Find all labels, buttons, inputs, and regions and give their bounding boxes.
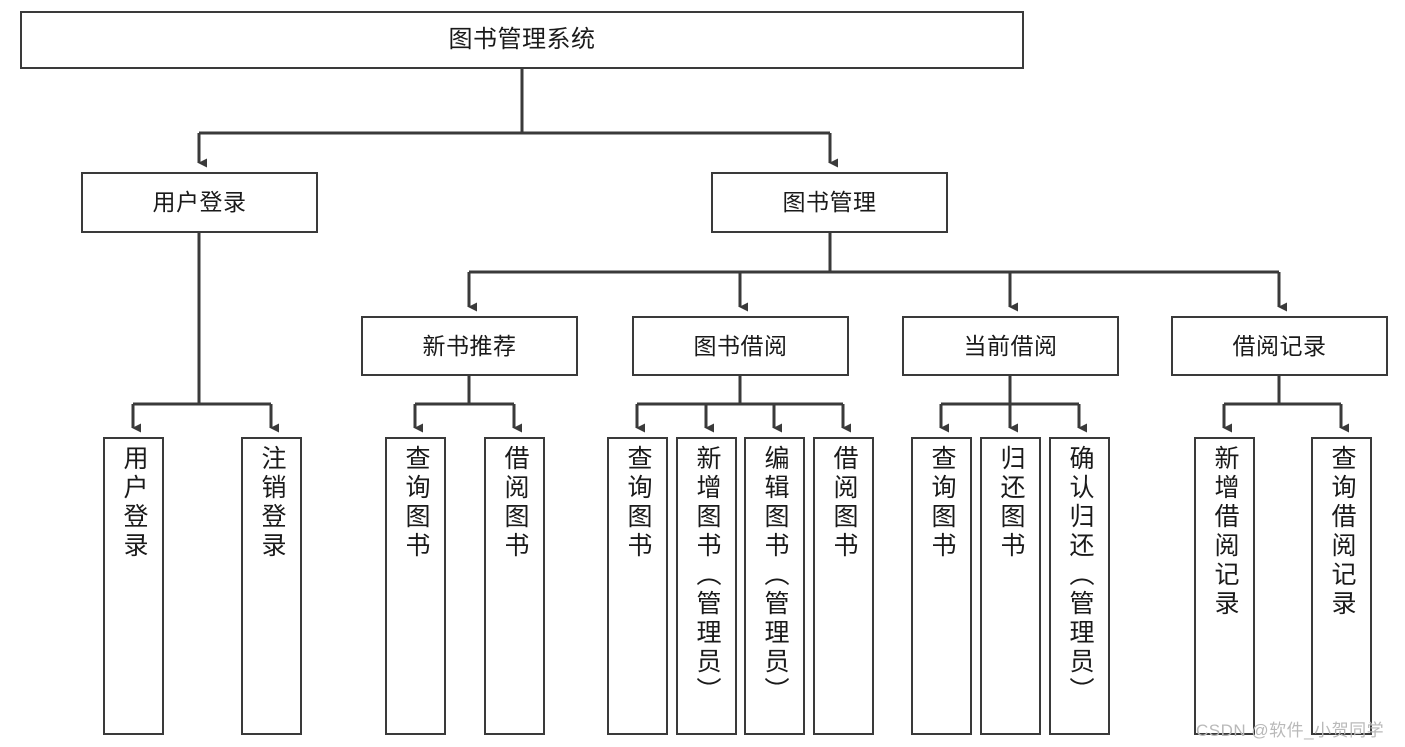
leaf-record-query[interactable]: 查询借阅记录 [1311, 437, 1372, 735]
node-book-borrow[interactable]: 图书借阅 [632, 316, 849, 376]
node-label: 确认归还（管理员） [1066, 445, 1094, 706]
node-book-management[interactable]: 图书管理 [711, 172, 948, 233]
leaf-current-query-book[interactable]: 查询图书 [911, 437, 972, 735]
leaf-borrow-borrow-book[interactable]: 借阅图书 [813, 437, 874, 735]
leaf-borrow-edit-book-admin[interactable]: 编辑图书（管理员） [744, 437, 805, 735]
leaf-user-login-signin[interactable]: 用户登录 [103, 437, 164, 735]
node-label: 当前借阅 [963, 332, 1058, 359]
leaf-borrow-query-book[interactable]: 查询图书 [607, 437, 668, 735]
leaf-current-confirm-return-admin[interactable]: 确认归还（管理员） [1049, 437, 1110, 735]
node-label: 查询图书 [928, 445, 956, 561]
node-current-borrow[interactable]: 当前借阅 [902, 316, 1119, 376]
node-label: 注销登录 [258, 445, 286, 561]
node-label: 归还图书 [997, 445, 1025, 561]
leaf-borrow-add-book-admin[interactable]: 新增图书（管理员） [676, 437, 737, 735]
node-root-system[interactable]: 图书管理系统 [20, 11, 1024, 69]
node-label: 新增借阅记录 [1211, 445, 1239, 619]
node-label: 查询图书 [624, 445, 652, 561]
node-borrow-record[interactable]: 借阅记录 [1171, 316, 1388, 376]
node-label: 图书管理 [782, 189, 877, 216]
node-label: 借阅记录 [1232, 332, 1327, 359]
node-label: 用户登录 [120, 445, 148, 561]
node-label: 编辑图书（管理员） [761, 445, 789, 706]
node-label: 借阅图书 [830, 445, 858, 561]
leaf-new-book-query[interactable]: 查询图书 [385, 437, 446, 735]
node-label: 借阅图书 [501, 445, 529, 561]
leaf-current-return-book[interactable]: 归还图书 [980, 437, 1041, 735]
node-label: 新书推荐 [422, 332, 517, 359]
node-label: 图书借阅 [693, 332, 788, 359]
node-label: 查询借阅记录 [1328, 445, 1356, 619]
node-label: 新增图书（管理员） [693, 445, 721, 706]
leaf-record-add[interactable]: 新增借阅记录 [1194, 437, 1255, 735]
node-label: 查询图书 [402, 445, 430, 561]
leaf-new-book-borrow[interactable]: 借阅图书 [484, 437, 545, 735]
node-label: 图书管理系统 [448, 26, 596, 54]
node-label: 用户登录 [152, 189, 247, 216]
node-user-login[interactable]: 用户登录 [81, 172, 318, 233]
node-new-book-recommend[interactable]: 新书推荐 [361, 316, 578, 376]
leaf-user-login-signout[interactable]: 注销登录 [241, 437, 302, 735]
csdn-watermark: CSDN @软件_小贺同学 [1196, 721, 1385, 740]
